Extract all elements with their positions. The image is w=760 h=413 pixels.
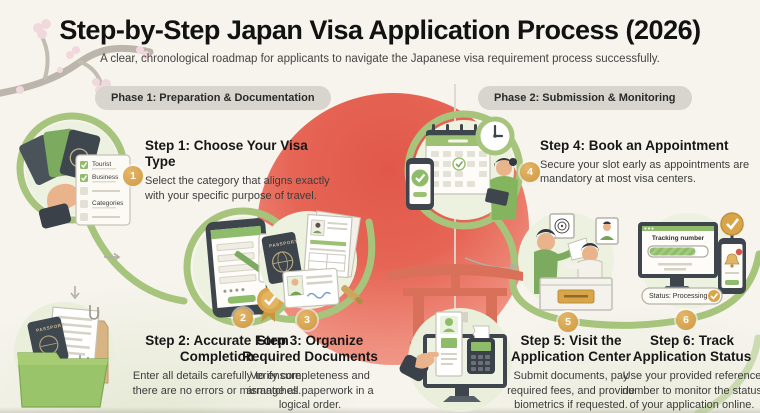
- visa-checklist-card-icon: [75, 154, 131, 226]
- step-2-title: Step 2: Accurate Form Completion: [145, 333, 289, 365]
- step-1-title: Step 1: Choose Your Visa Type: [145, 138, 308, 170]
- sakura-branch-icon: [0, 19, 154, 97]
- step-6-text: Step 6: Track Application Status Use you…: [620, 333, 760, 412]
- clerk-icon: [563, 243, 603, 281]
- step-2-number-badge: 2: [233, 308, 253, 328]
- step-5-text: Step 5: Visit the Application Center Sub…: [501, 333, 641, 412]
- step-5-counter-illustration: [512, 206, 624, 324]
- notification-phone-icon: [718, 238, 746, 294]
- step-5-title: Step 5: Visit the Application Center: [510, 333, 631, 365]
- pos-terminal-icon: [467, 325, 495, 374]
- tracking-number-label: Tracking number: [651, 235, 705, 242]
- stamp-icon: [341, 285, 363, 305]
- status-processing-label: Status: Processing: [649, 293, 708, 300]
- step-5-description: Submit documents, pay required fees, and…: [507, 370, 635, 411]
- step-4-number-badge: 4: [520, 162, 540, 182]
- step-1-visa-types-illustration: Tourist Business Categories: [14, 112, 132, 230]
- bottom-edge-shadow: [0, 407, 760, 413]
- tablet-form-icon: [205, 218, 273, 318]
- phase-2-badge: Phase 2: Submission & Monitoring: [478, 86, 692, 110]
- step-6-title: Step 6: Track Application Status: [632, 333, 752, 365]
- step-6-tracking-illustration: Tracking number Status: Processing: [628, 208, 756, 326]
- step-6-number-badge: 6: [676, 310, 696, 330]
- checklist-item-tourist: Tourist: [92, 161, 112, 168]
- id-card-icon: [282, 267, 340, 309]
- phase-divider: [454, 84, 456, 398]
- person-with-tablet-icon: [485, 158, 518, 220]
- phase-1-badge: Phase 1: Preparation & Documentation: [95, 86, 331, 110]
- counter-desk-icon: [539, 277, 613, 311]
- pointing-hand-icon: [399, 352, 439, 382]
- status-pill-icon: [641, 287, 723, 305]
- step-4-text: Step 4: Book an Appointment Secure your …: [540, 138, 758, 187]
- step-3-number-badge: 3: [297, 310, 317, 330]
- photo-frame-icon: [595, 217, 619, 245]
- step-3-documents-illustration: PASSPORT: [252, 204, 370, 322]
- torii-payment-illustration: [383, 252, 528, 413]
- step-4-title: Step 4: Book an Appointment: [540, 138, 729, 153]
- phone-confirmation-icon: [406, 158, 434, 210]
- folder-icon: [17, 305, 109, 408]
- step-4-appointment-illustration: [398, 108, 533, 238]
- fingerprint-frame-icon: [549, 213, 575, 239]
- page-title: Step-by-Step Japan Visa Application Proc…: [59, 15, 701, 45]
- step-3-description: Verify completeness and arrange all pape…: [246, 370, 374, 411]
- tracking-monitor-icon: [638, 222, 718, 292]
- step-3-title: Step 3: Organize Required Documents: [242, 333, 378, 365]
- step-6-description: Use your provided reference number to mo…: [621, 370, 760, 411]
- hand-icon: [38, 183, 81, 229]
- document-folder-illustration: PASSPORT: [6, 293, 124, 411]
- calendar-icon: [425, 124, 491, 195]
- checklist-item-categories: Categories: [92, 200, 124, 207]
- clock-icon: [475, 116, 515, 156]
- step-4-description: Secure your slot early as appointments a…: [540, 159, 750, 186]
- step-2-text: Step 2: Accurate Form Completion Enter a…: [128, 333, 306, 398]
- page-subtitle: A clear, chronological roadmap for appli…: [100, 53, 660, 65]
- step-1-text: Step 1: Choose Your Visa Type Select the…: [145, 138, 337, 203]
- step-1-description: Select the category that aligns exactly …: [145, 175, 330, 202]
- step-2-description: Enter all details carefully to ensure th…: [132, 370, 302, 397]
- step-1-number-badge: 1: [123, 166, 143, 186]
- step-3-text: Step 3: Organize Required Documents Veri…: [235, 333, 385, 412]
- checklist-item-business: Business: [92, 174, 119, 181]
- step-5-number-badge: 5: [558, 312, 578, 332]
- documents-stack-icon: [303, 210, 361, 279]
- application-doc-icon: [435, 311, 468, 377]
